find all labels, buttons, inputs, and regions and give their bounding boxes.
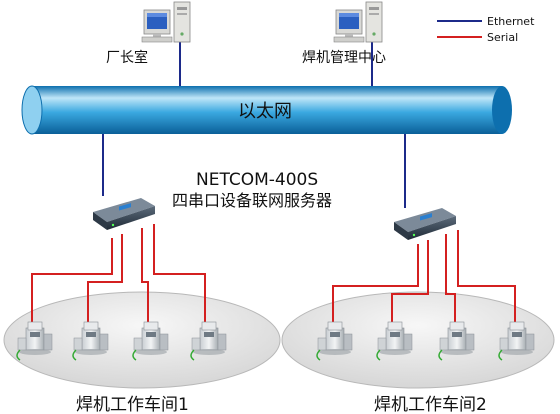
legend: Ethernet Serial [437,15,535,44]
ethernet-links [102,40,406,208]
serial-links-workshop1 [31,224,206,322]
desktop-computer-icon [333,1,383,43]
server-model: NETCOM-400S [196,170,318,190]
ethernet-backbone: 以太网 [21,85,512,135]
serial-links-workshop2 [332,230,516,322]
legend-ethernet-label: Ethernet [487,15,535,28]
workshop1-label: 焊机工作车间1 [76,395,189,414]
backbone-label: 以太网 [238,101,292,122]
pc2-label: 焊机管理中心 [302,50,386,66]
serial-server-device-icon [93,198,155,230]
server-description: 四串口设备联网服务器 [172,191,332,210]
workshop2-label: 焊机工作车间2 [374,395,487,414]
pc1-label: 厂长室 [106,49,148,66]
legend-serial-label: Serial [487,31,518,44]
workshop2-area [281,291,555,389]
desktop-computer-icon [141,1,191,43]
